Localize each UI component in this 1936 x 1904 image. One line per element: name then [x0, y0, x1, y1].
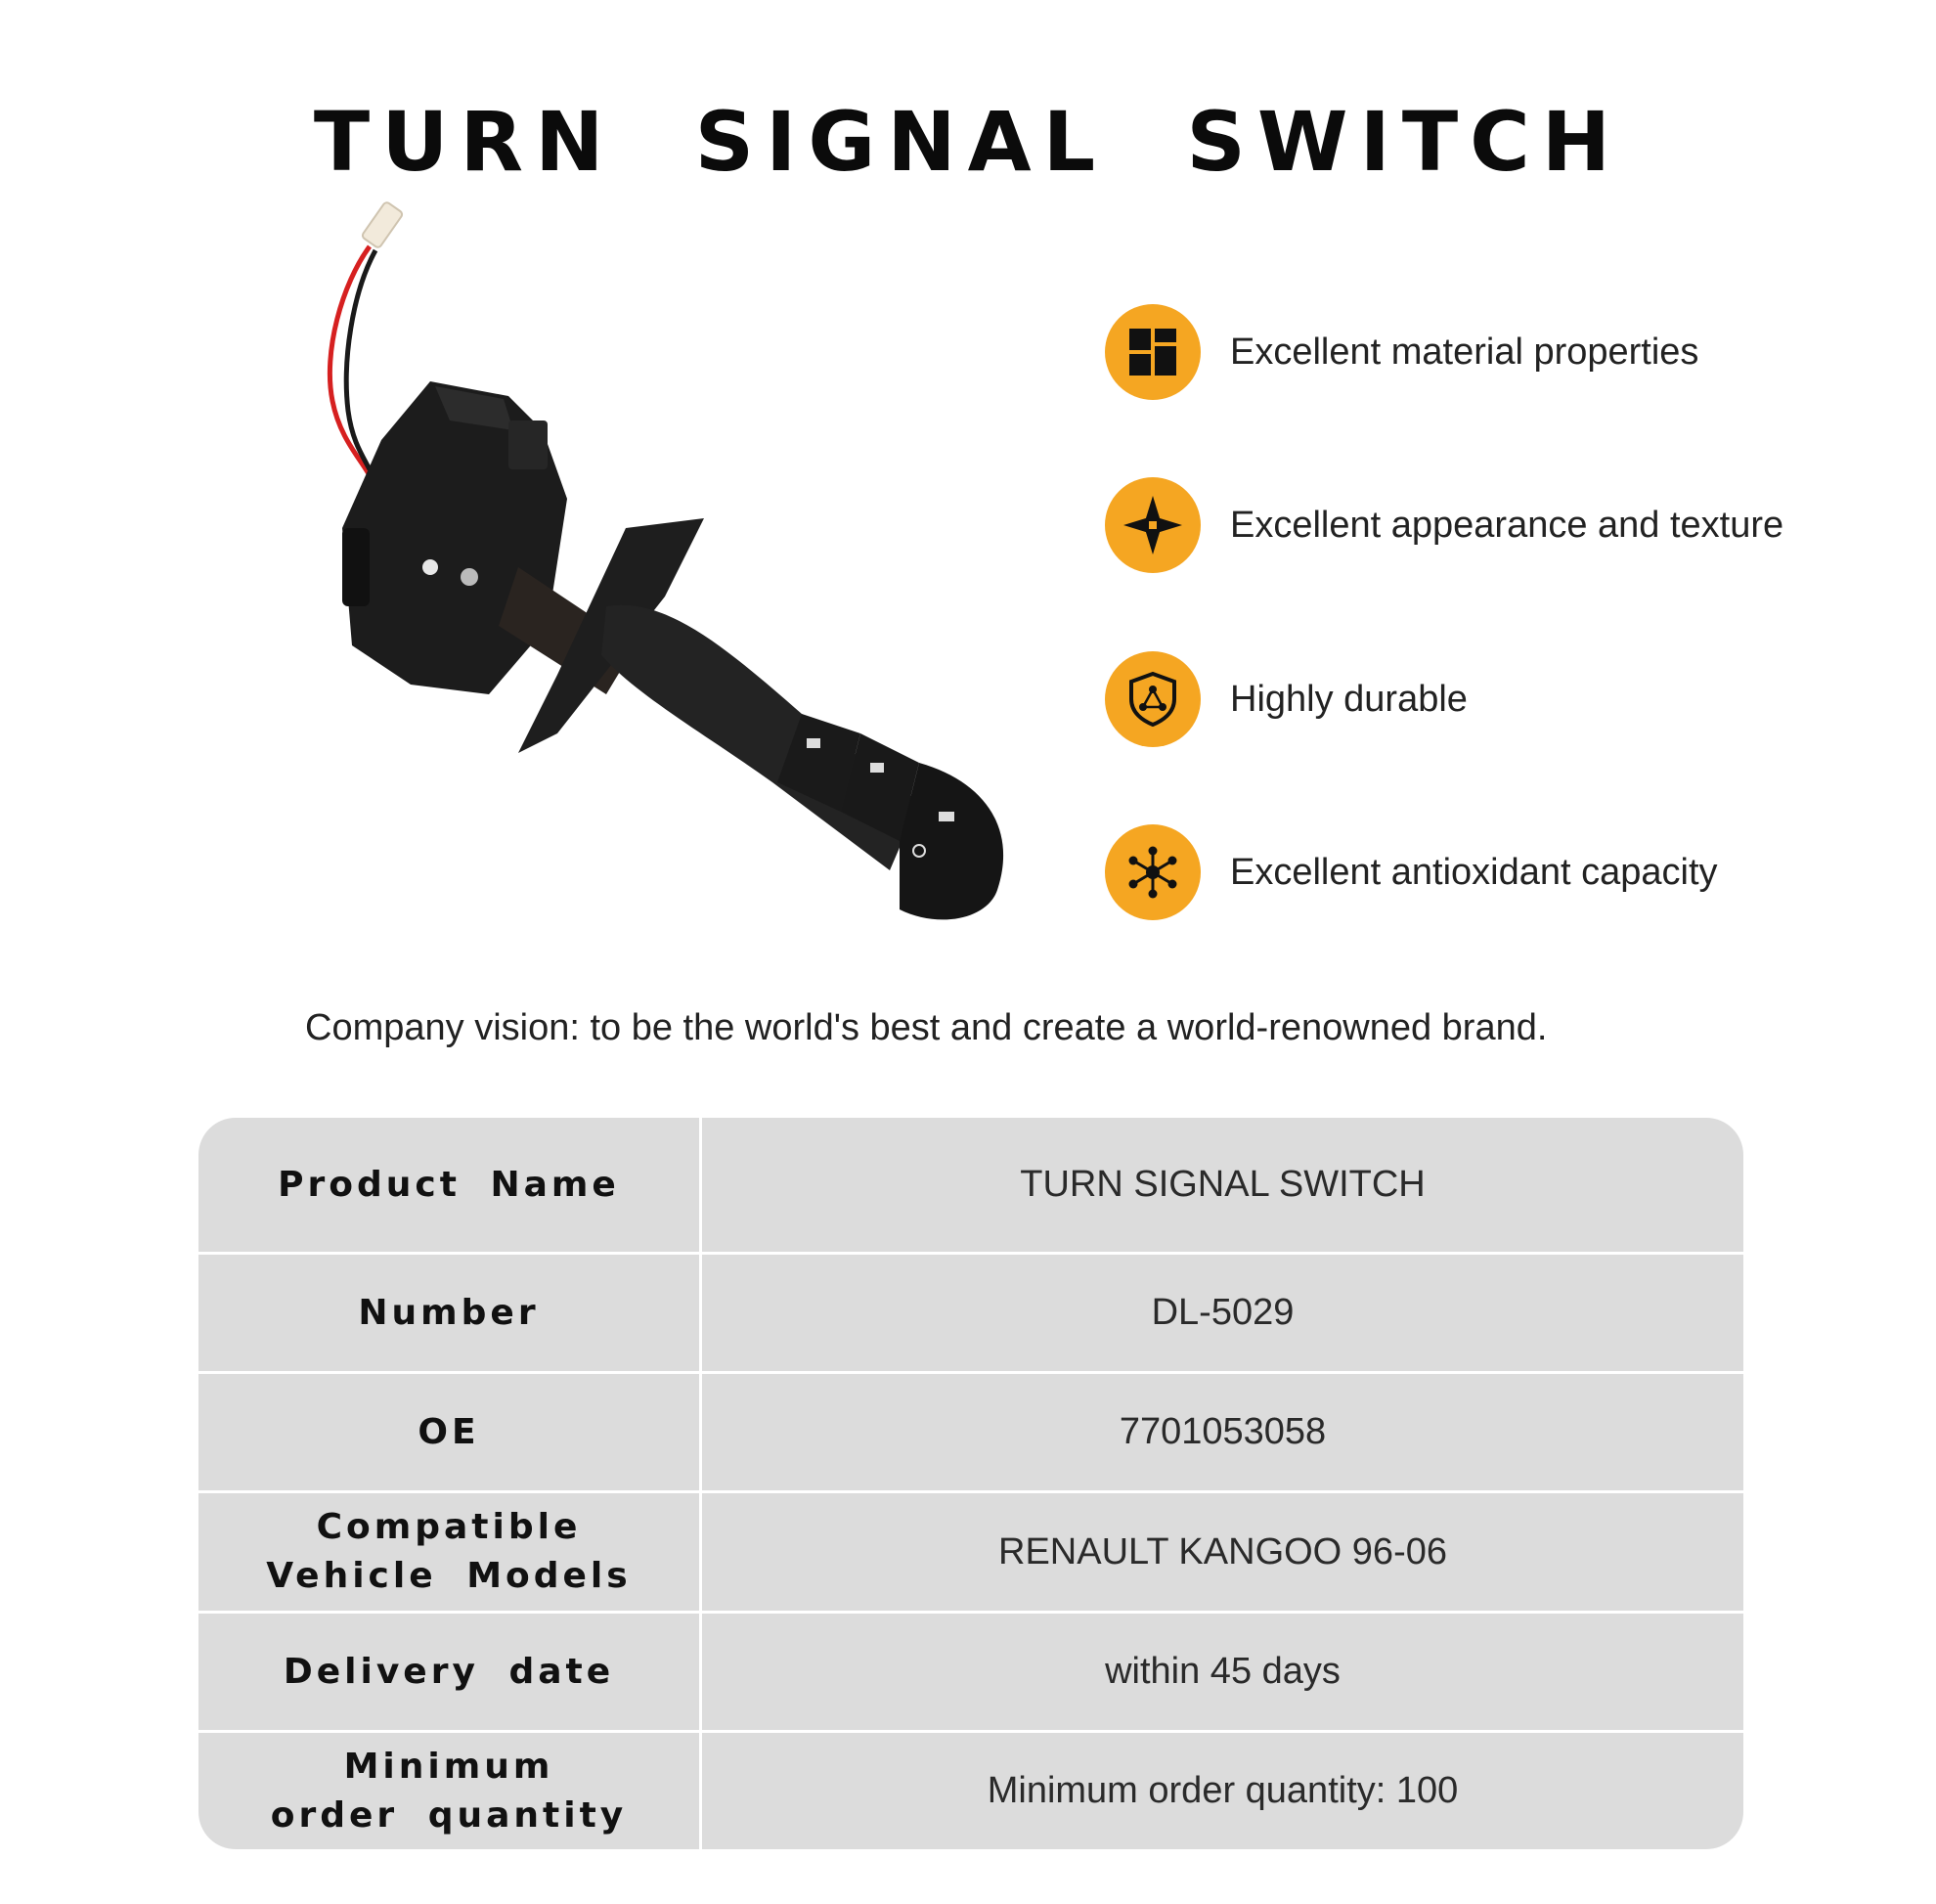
- spec-table: Product Name TURN SIGNAL SWITCH Number D…: [198, 1118, 1743, 1849]
- column-divider: [699, 1374, 702, 1490]
- feature-item: Excellent appearance and texture: [1105, 471, 1887, 579]
- spec-label: Product Name: [278, 1164, 620, 1205]
- spec-label: Delivery date: [283, 1651, 615, 1692]
- spec-value: within 45 days: [1105, 1651, 1341, 1692]
- table-row: Product Name TURN SIGNAL SWITCH: [198, 1118, 1743, 1252]
- spec-value: DL-5029: [1151, 1292, 1295, 1333]
- product-image: [327, 201, 1004, 920]
- spec-label: OE: [418, 1411, 480, 1452]
- feature-text: Excellent antioxidant capacity: [1230, 851, 1718, 893]
- blocks-icon: [1105, 304, 1201, 400]
- column-divider: [699, 1493, 702, 1611]
- table-row: Compatible Vehicle Models RENAULT KANGOO…: [198, 1490, 1743, 1611]
- spec-value: 7701053058: [1119, 1411, 1327, 1452]
- column-divider: [699, 1118, 702, 1252]
- spec-value: RENAULT KANGOO 96-06: [998, 1530, 1447, 1572]
- feature-text: Excellent appearance and texture: [1230, 504, 1784, 546]
- feature-item: Highly durable: [1105, 645, 1887, 753]
- feature-text: Excellent material properties: [1230, 331, 1699, 373]
- table-row: Delivery date within 45 days: [198, 1611, 1743, 1730]
- spec-value: Minimum order quantity: 100: [987, 1770, 1459, 1811]
- feature-text: Highly durable: [1230, 678, 1468, 720]
- company-vision: Company vision: to be the world's best a…: [305, 1007, 1548, 1048]
- spec-label: Minimum order quantity: [270, 1746, 628, 1836]
- feature-item: Excellent material properties: [1105, 298, 1887, 406]
- column-divider: [699, 1614, 702, 1730]
- page-title: TURN SIGNAL SWITCH: [313, 94, 1623, 190]
- spec-label: Number: [358, 1292, 540, 1333]
- molecule-icon: [1105, 824, 1201, 920]
- table-row: OE 7701053058: [198, 1371, 1743, 1490]
- spec-label: Compatible Vehicle Models: [266, 1507, 632, 1596]
- shield-icon: [1105, 651, 1201, 747]
- table-row: Minimum order quantity Minimum order qua…: [198, 1730, 1743, 1849]
- spec-value: TURN SIGNAL SWITCH: [1020, 1164, 1426, 1205]
- feature-item: Excellent antioxidant capacity: [1105, 819, 1887, 926]
- table-row: Number DL-5029: [198, 1252, 1743, 1371]
- column-divider: [699, 1255, 702, 1371]
- column-divider: [699, 1733, 702, 1849]
- diamond-arrows-icon: [1105, 477, 1201, 573]
